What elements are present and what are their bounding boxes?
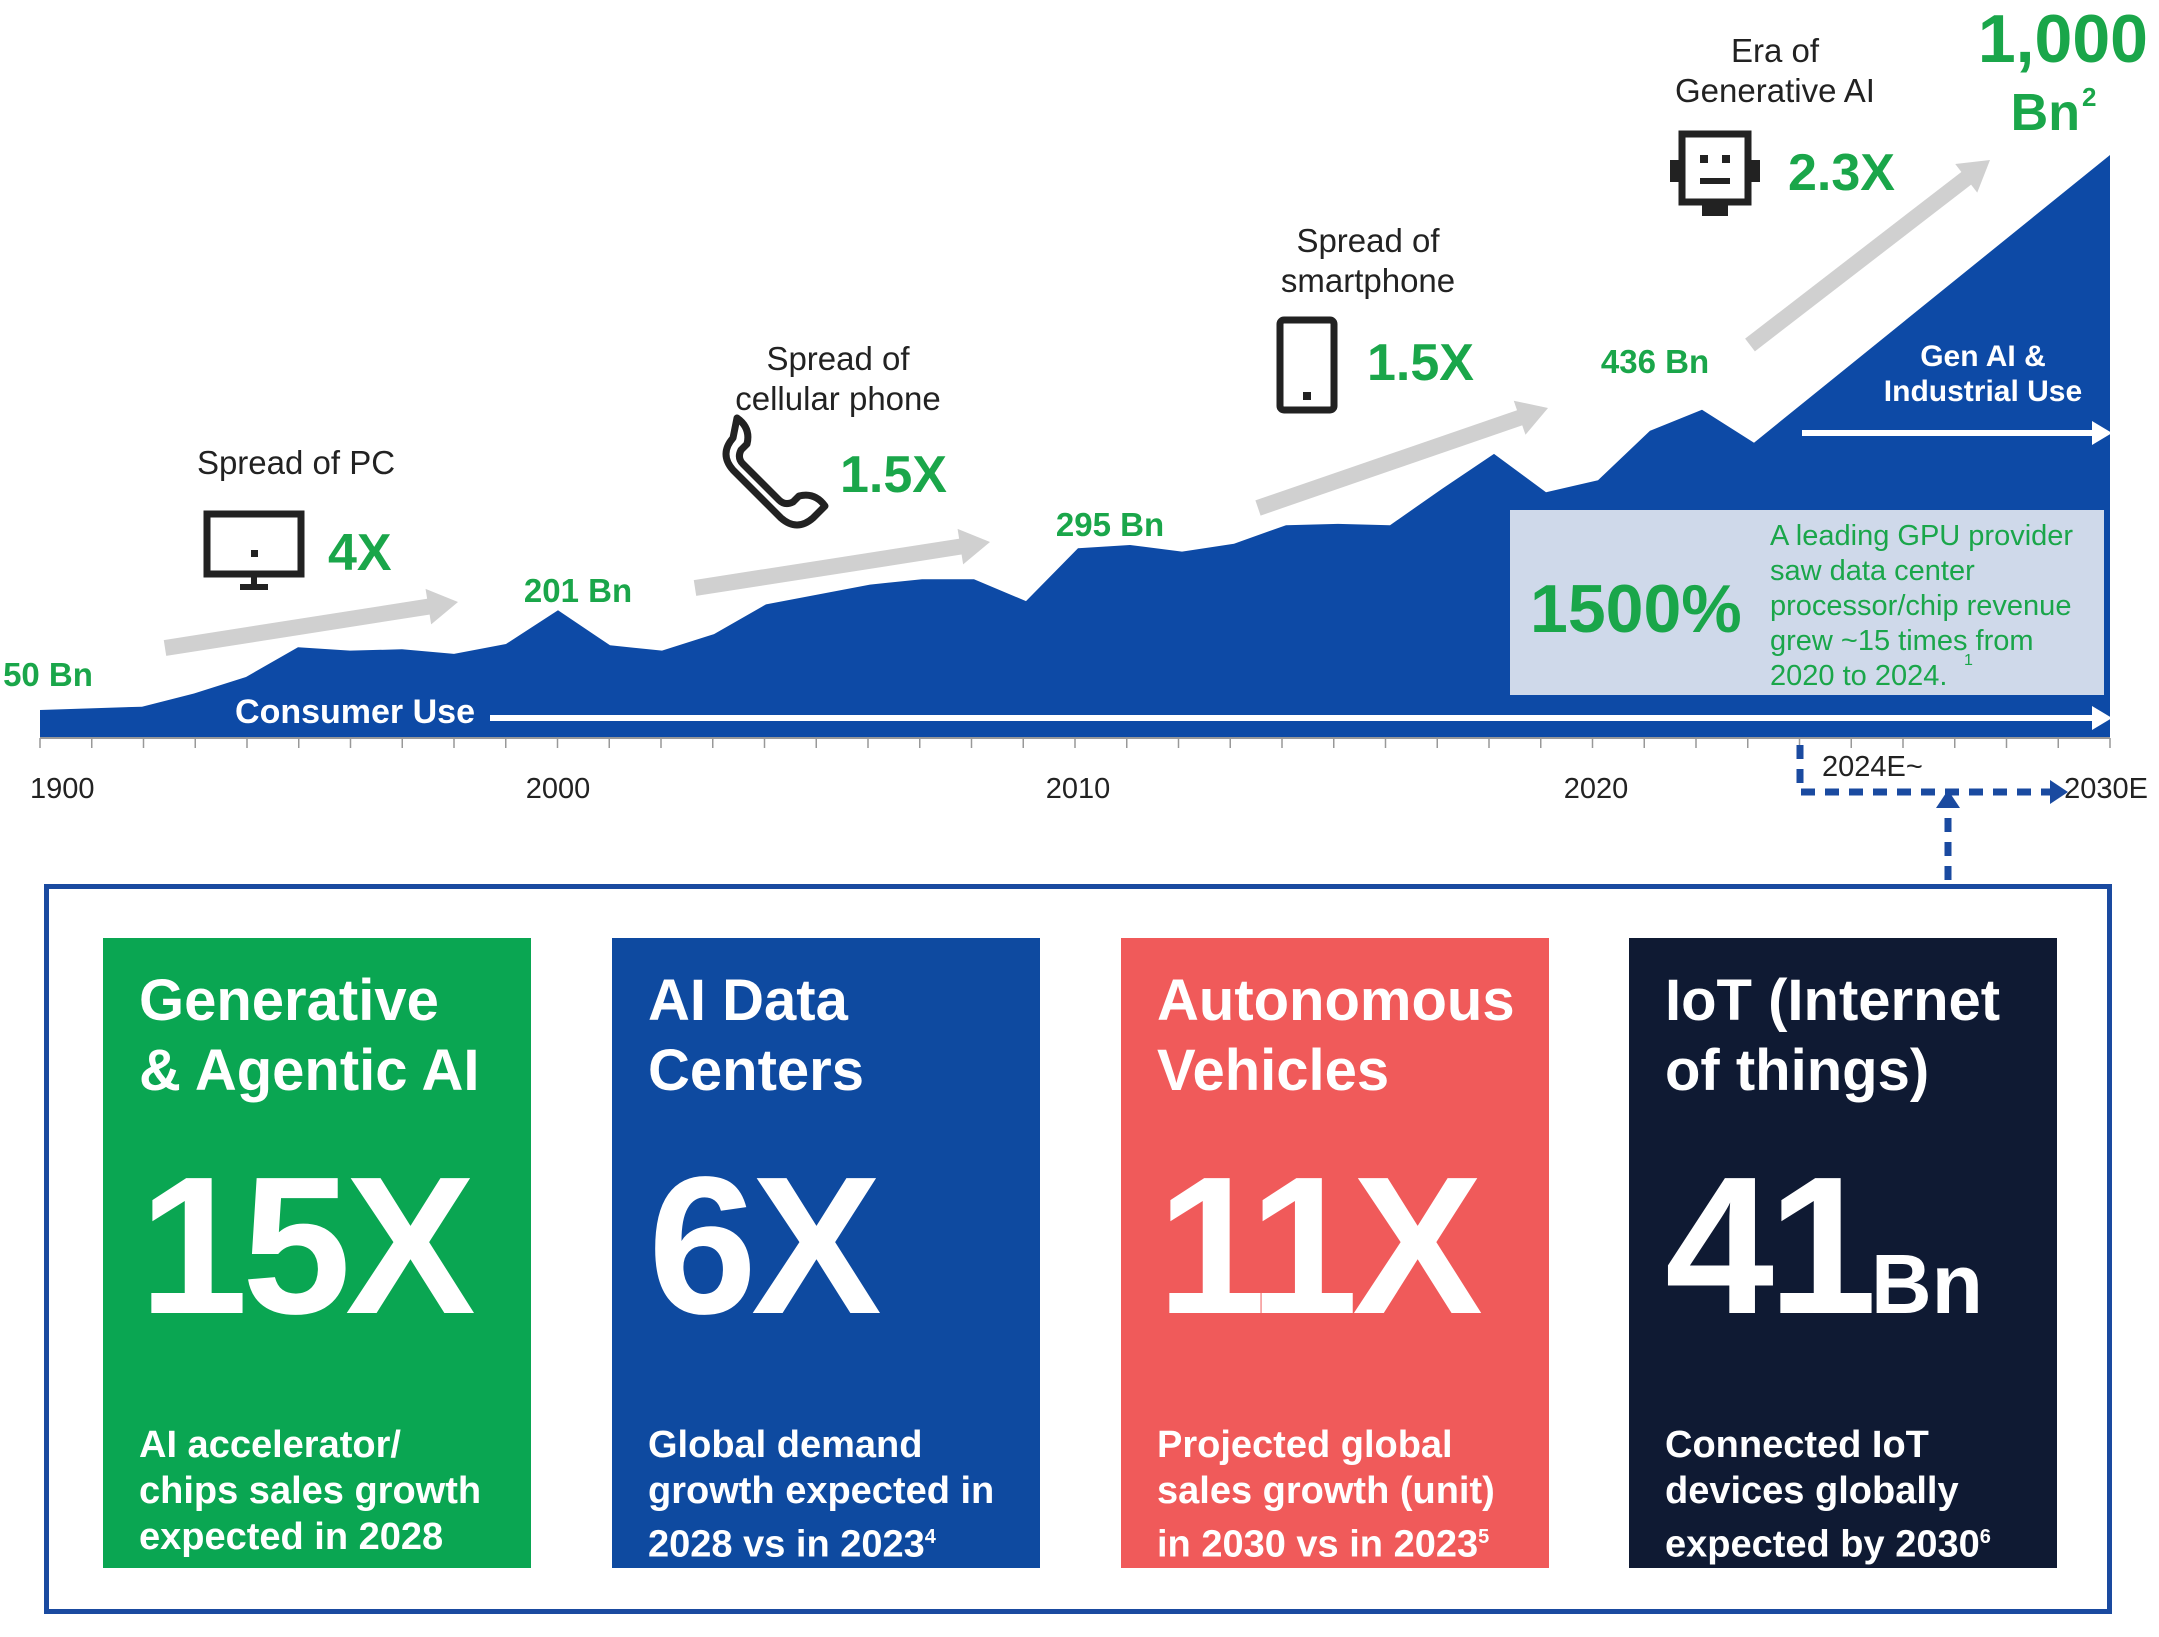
- trend-arrowhead: [1513, 400, 1548, 435]
- x-tick-label: 2020: [1564, 773, 1629, 805]
- robot-icon: [1678, 130, 1752, 206]
- card-value: 15X: [139, 1136, 476, 1355]
- data-label: 50 Bn: [3, 656, 93, 693]
- card-value: 6X: [648, 1136, 882, 1355]
- gen-ai-label: Industrial Use: [1884, 375, 2082, 408]
- data-label: 295 Bn: [1056, 506, 1164, 543]
- connector-arrowhead: [1936, 790, 1960, 808]
- consumer-use-label: Consumer Use: [235, 693, 475, 731]
- monitor-icon: [203, 510, 305, 578]
- x-axis: 1900 2000 2010 2020 2030E 2024E~ Consumer Use G…: [30, 340, 2148, 880]
- gen-ai-arrowhead: [2092, 421, 2112, 445]
- era-title: Spread of PC: [197, 444, 395, 481]
- monitor-icon-dot: [251, 550, 258, 557]
- info-sup: 1: [1964, 652, 1973, 669]
- info-text: grew ~15 times from: [1770, 625, 2034, 657]
- card-title: Autonomous Vehicles: [1157, 968, 1515, 1103]
- trend-arrow: [163, 596, 446, 656]
- smartphone-icon-button: [1303, 392, 1311, 400]
- info-box: [1510, 510, 2104, 695]
- card-description: Connected IoT devices globally expected …: [1665, 1424, 1991, 1566]
- consumer-use-arrowhead: [2092, 706, 2112, 730]
- era-multiplier: 1.5X: [1367, 334, 1474, 392]
- era-multiplier: 1.5X: [840, 446, 947, 504]
- card-generative-ai: Generative & Agentic AI 15X AI accelerat…: [103, 938, 531, 1612]
- era-multiplier: 4X: [328, 524, 392, 582]
- trend-arrowhead: [425, 588, 458, 625]
- data-label: 201 Bn: [524, 572, 632, 609]
- x-tick-label: 1900: [30, 773, 95, 805]
- x-tick-label: 2000: [526, 773, 591, 805]
- smartphone-icon: [1276, 316, 1338, 414]
- phone-icon: [722, 414, 829, 529]
- card-description: Global demand growth expected in 2028 vs…: [648, 1424, 995, 1566]
- info-text: saw data center: [1770, 555, 1975, 587]
- card-description: AI accelerator/ chips sales growth expec…: [139, 1424, 482, 1612]
- final-unit-label: Bn: [2011, 84, 2080, 142]
- info-percent: 1500%: [1530, 571, 1742, 647]
- forecast-arrowhead: [2050, 780, 2068, 804]
- info-text: A leading GPU provider: [1770, 520, 2073, 552]
- trend-arrow: [1745, 162, 1984, 352]
- card-value: 41Bn: [1665, 1136, 1983, 1355]
- info-text: 2020 to 2024.: [1770, 660, 1947, 692]
- final-value-label: 1,000: [1978, 1, 2148, 77]
- era-title: Era of: [1731, 32, 1820, 69]
- card-autonomous-vehicles: Autonomous Vehicles 11X Projected global…: [1121, 938, 1549, 1568]
- robot-icon-ear-right: [1748, 160, 1760, 182]
- focus-areas-frame: [44, 884, 2112, 1614]
- card-title: Generative & Agentic AI: [139, 968, 480, 1103]
- robot-icon-neck: [1702, 202, 1728, 216]
- robot-icon-eye-right: [1722, 155, 1730, 163]
- card-value: 11X: [1157, 1136, 1483, 1355]
- trend-arrow: [1255, 405, 1538, 516]
- era-title: Spread of: [1296, 222, 1440, 259]
- trend-arrowhead: [1955, 160, 1990, 193]
- trend-arrow: [693, 536, 978, 596]
- robot-icon-ear-left: [1670, 160, 1682, 182]
- card-title: AI Data Centers: [648, 968, 864, 1103]
- segment-label: 2024E~: [1822, 751, 1923, 783]
- x-tick-label: 2030E: [2064, 773, 2148, 805]
- card-iot: IoT (Internet of things) 41Bn Connected …: [1629, 938, 2057, 1568]
- gen-ai-label: Gen AI &: [1920, 340, 2046, 373]
- robot-icon-eye-left: [1700, 155, 1708, 163]
- card-description: Projected global sales growth (unit) in …: [1157, 1424, 1495, 1566]
- era-title: Spread of: [766, 340, 910, 377]
- trend-arrowhead: [957, 528, 990, 565]
- data-label: 436 Bn: [1601, 343, 1709, 380]
- card-ai-data-centers: AI Data Centers 6X Global demand growth …: [612, 938, 1040, 1568]
- era-title: smartphone: [1281, 262, 1455, 299]
- era-title: cellular phone: [735, 380, 940, 417]
- final-sup-label: 2: [2082, 82, 2096, 112]
- era-multiplier: 2.3X: [1788, 144, 1895, 202]
- card-title: IoT (Internet of things): [1665, 968, 2001, 1103]
- info-text: processor/chip revenue: [1770, 590, 2071, 622]
- growth-area-chart: 1900 2000 2010 2020 2030E 2024E~ Consumer Use G…: [3, 1, 2148, 880]
- robot-icon-mouth: [1700, 178, 1730, 184]
- era-title: Generative AI: [1675, 72, 1875, 109]
- x-tick-label: 2010: [1046, 773, 1111, 805]
